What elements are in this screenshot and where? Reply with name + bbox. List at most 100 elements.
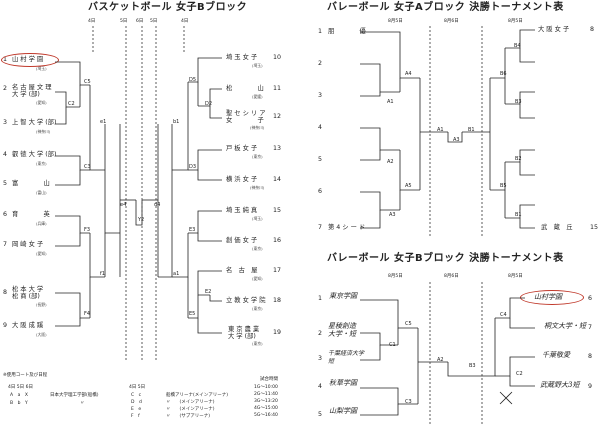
match-code: C5: [84, 79, 91, 85]
courts2-row: E e: [131, 407, 142, 412]
team-name: 聖 セ シ リ ア 女 子: [226, 110, 266, 124]
team-number: 7: [318, 224, 323, 231]
team-number: 2: [318, 330, 323, 337]
basketball-title: バスケットボール 女子Bブロック: [88, 2, 248, 13]
team-region: (東京): [252, 306, 263, 311]
team-number: 10: [273, 54, 282, 61]
match-code: B6: [500, 71, 507, 77]
team-number: 2: [3, 85, 8, 92]
team-name: 富 山: [12, 180, 50, 187]
team-name: 横 浜 女 子: [226, 176, 258, 183]
courts-head: 4日 5日 6日: [8, 385, 33, 390]
match-code: C2: [516, 371, 523, 377]
team-name: 岡 崎 女 子: [12, 241, 44, 248]
match-code: B1: [515, 212, 522, 218]
courts2-head: 4日 5日: [129, 385, 146, 390]
courts2-venue: 〃 (メインアリーナ): [166, 407, 215, 412]
match-code: A3: [453, 137, 460, 143]
team-region: (神奈川): [250, 185, 265, 190]
day-label: 6日: [136, 19, 144, 24]
team-region: (東京): [252, 154, 263, 159]
match-code: Y2: [138, 217, 145, 223]
match-code: C3: [84, 164, 91, 170]
team-number: 3: [318, 92, 323, 99]
match-code: A2: [387, 159, 394, 165]
match-code: C2: [68, 101, 75, 107]
team-number: 5: [3, 180, 8, 187]
match-code: C5: [405, 321, 412, 327]
team-region: (愛媛): [252, 94, 263, 99]
match-code: A3: [389, 212, 396, 218]
match-code: e4: [120, 202, 127, 208]
time-slot: 5G～16:40: [254, 413, 278, 418]
team-name: 名 古 屋 文 理 大 学 (部): [12, 84, 52, 98]
time-slot: 4G～15:00: [254, 406, 278, 411]
match-code: a1: [173, 271, 180, 277]
team-number: 7: [3, 241, 8, 248]
match-code: B3: [469, 363, 476, 369]
team-name: 秋草学園: [329, 379, 357, 387]
team-name: 朋 優: [328, 28, 366, 35]
highlight-circle: [1, 53, 59, 67]
match-code: C3: [405, 399, 412, 405]
match-code: e1: [100, 119, 107, 125]
team-region: (愛知): [36, 100, 47, 105]
courts2-venue: 〃 (メインアリーナ): [166, 400, 215, 405]
team-name: 武 蔵 丘: [541, 224, 573, 231]
team-region: (愛知): [252, 276, 263, 281]
courts2-venue: 船橋アリーナ(メインアリーナ): [166, 393, 229, 398]
courts2-row: C c: [131, 393, 142, 398]
team-number: 16: [273, 237, 282, 244]
time-slot: 3G～13:20: [254, 399, 278, 404]
courts2-row: F f: [131, 414, 140, 419]
courts2-row: D d: [131, 400, 142, 405]
team-number: 14: [273, 176, 282, 183]
courts-venue: 〃: [80, 401, 85, 406]
team-number: 3: [318, 355, 323, 362]
team-number: 4: [3, 151, 8, 158]
team-number: 8: [588, 353, 593, 360]
team-region: (埼玉): [36, 66, 47, 71]
courts-venue: 日本大学理工学部(船橋): [50, 393, 99, 398]
team-name: 創 価 女 子: [226, 237, 258, 244]
team-name: 埼 玉 純 真: [226, 207, 258, 214]
team-region: (神奈川): [250, 125, 265, 130]
team-name: 名 古 屋: [226, 267, 258, 274]
volleyball-a-title: バレーボール 女子Aブロック 決勝トーナメント表: [327, 2, 564, 13]
team-name: 千葉経済大学 短: [328, 350, 365, 365]
team-number: 1: [318, 28, 323, 35]
highlight-circle: [520, 290, 584, 305]
time-slot: 1G～10:00: [254, 385, 278, 390]
day-label: 8月6日: [444, 19, 459, 24]
team-region: (長野): [36, 302, 47, 307]
match-code: C4: [500, 312, 507, 318]
team-number: 13: [273, 145, 282, 152]
team-number: 8: [590, 26, 595, 33]
match-code: d4: [154, 202, 161, 208]
match-code: B5: [500, 183, 507, 189]
team-number: 6: [318, 188, 323, 195]
team-number: 1: [318, 295, 323, 302]
team-number: 15: [273, 207, 282, 214]
team-name: 第 4 シ ー ド: [328, 224, 366, 231]
team-number: 5: [318, 156, 323, 163]
team-region: (神奈川): [36, 129, 51, 134]
team-number: 7: [588, 324, 593, 331]
match-code: E5: [189, 311, 196, 317]
team-number: 19: [273, 329, 282, 336]
match-code: A1: [387, 99, 394, 105]
team-region: (富山): [36, 190, 47, 195]
team-region: (東京): [36, 161, 47, 166]
day-label: 4日: [181, 19, 189, 24]
team-name: 東 京 農 業 大 学 (部): [228, 326, 260, 340]
match-code: B1: [468, 127, 475, 133]
match-code: B3: [515, 99, 522, 105]
match-code: A2: [437, 357, 444, 363]
team-number: 2: [318, 60, 323, 67]
team-region: (兵庫): [36, 221, 47, 226]
team-name: 大 阪 女 子: [538, 26, 570, 33]
match-code: F3: [84, 227, 91, 233]
team-region: (大阪): [36, 332, 47, 337]
match-code: E3: [189, 227, 196, 233]
team-name: 東京学園: [329, 292, 357, 300]
